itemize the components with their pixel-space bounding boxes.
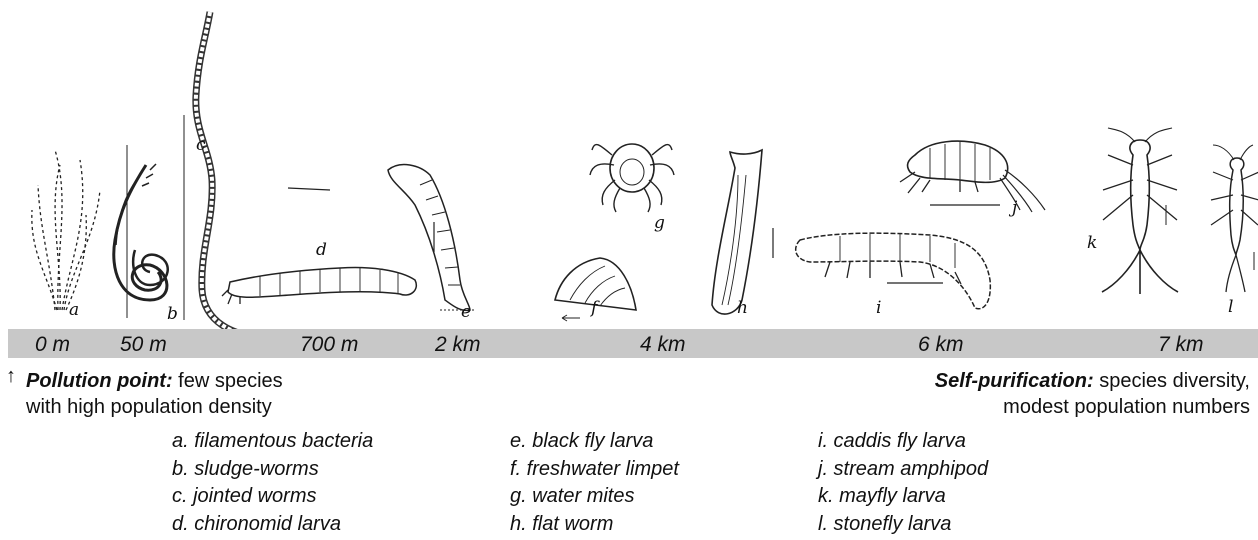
legend-item-c: c. jointed worms (172, 483, 373, 511)
specimen-letter-i: i (876, 298, 881, 318)
distance-label-50m: 50 m (120, 333, 167, 357)
legend-item-g: g. water mites (510, 483, 679, 511)
legend-item-e: e. black fly larva (510, 428, 679, 456)
legend-item-i: i. caddis fly larva (818, 428, 988, 456)
pollution-point-text-1: few species (173, 370, 283, 392)
specimen-letter-b: b (167, 304, 178, 324)
distance-bar (8, 329, 1258, 358)
legend-item-d: d. chironomid larva (172, 511, 373, 539)
pollution-point-note: Pollution point: few species with high p… (26, 368, 283, 420)
stream-amphipod-drawing (900, 141, 1045, 212)
specimen-letter-k: k (1087, 233, 1097, 253)
specimen-letter-c: c (196, 135, 206, 155)
specimen-letter-a: a (69, 300, 79, 320)
legend-item-j: j. stream amphipod (818, 456, 988, 484)
distance-label-6km: 6 km (918, 333, 964, 357)
stonefly-larva-drawing (1211, 145, 1258, 292)
legend-item-k: k. mayfly larva (818, 483, 988, 511)
flat-worm-drawing (712, 150, 773, 314)
specimen-letter-e: e (461, 302, 471, 322)
legend-item-a: a. filamentous bacteria (172, 428, 373, 456)
self-purification-text-1: species diversity, (1094, 370, 1250, 392)
water-mites-drawing (590, 144, 674, 212)
specimen-letter-l: l (1228, 297, 1233, 317)
distance-label-0m: 0 m (35, 333, 70, 357)
black-fly-larva-drawing (388, 165, 475, 311)
legend-item-h: h. flat worm (510, 511, 679, 539)
filamentous-bacteria-drawing (32, 150, 100, 310)
legend-column-3: i. caddis fly larva j. stream amphipod k… (818, 428, 988, 538)
specimen-letter-j: j (1012, 198, 1017, 218)
self-purification-title: Self-purification: (935, 370, 1094, 392)
legend-column-1: a. filamentous bacteria b. sludge-worms … (172, 428, 373, 538)
legend-column-2: e. black fly larva f. freshwater limpet … (510, 428, 679, 538)
specimen-letter-f: f (591, 298, 597, 318)
sludge-worms-drawing (114, 145, 168, 318)
distance-label-4km: 4 km (640, 333, 686, 357)
distance-label-700m: 700 m (300, 333, 358, 357)
distance-label-7km: 7 km (1158, 333, 1204, 357)
legend-item-l: l. stonefly larva (818, 511, 988, 539)
legend-item-b: b. sludge-worms (172, 456, 373, 484)
jointed-worms-drawing (184, 12, 275, 338)
self-purification-text-2: modest population numbers (1003, 396, 1250, 418)
pollution-point-text-2: with high population density (26, 396, 272, 418)
legend-item-f: f. freshwater limpet (510, 456, 679, 484)
mayfly-larva-drawing (1102, 128, 1178, 294)
pollution-point-title: Pollution point: (26, 370, 173, 392)
pollution-point-arrow-icon: ↑ (6, 365, 16, 388)
specimen-letter-h: h (737, 298, 748, 318)
distance-label-2km: 2 km (435, 333, 481, 357)
self-purification-note: Self-purification: species diversity, mo… (935, 368, 1250, 420)
specimen-letter-d: d (316, 240, 327, 260)
caddis-fly-larva-drawing (796, 233, 991, 309)
specimen-letter-g: g (654, 213, 665, 233)
